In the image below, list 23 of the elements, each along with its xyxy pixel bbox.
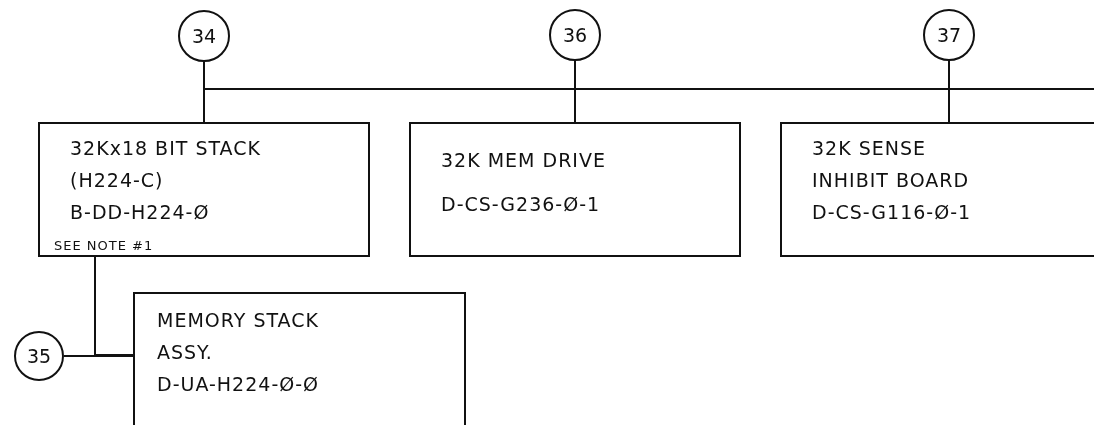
- part-label: D-CS-G236-Ø-1: [441, 192, 602, 217]
- part-label: D-CS-G116-Ø-1: [812, 200, 973, 225]
- connector-line: [63, 355, 134, 357]
- part-box: [133, 292, 466, 425]
- part-box: [409, 122, 741, 257]
- part-label: 32Kx18 BIT STACK (H224-C): [70, 136, 262, 193]
- part-label: D-UA-H224-Ø-Ø: [157, 372, 320, 397]
- part-box: [780, 122, 1094, 257]
- callout-number: 35: [26, 345, 52, 367]
- part-label: MEMORY STACK ASSY.: [157, 308, 320, 365]
- part-label: B-DD-H224-Ø: [70, 200, 211, 225]
- part-label: 32K MEM DRIVE: [441, 148, 607, 173]
- callout-circle: [549, 9, 601, 61]
- part-label: 32K SENSE INHIBIT BOARD: [812, 136, 971, 193]
- connector-line: [94, 256, 134, 356]
- callout-circle: [923, 9, 975, 61]
- callout-number: 36: [562, 24, 588, 46]
- part-label: SEE NOTE #1: [54, 238, 154, 253]
- callout-circle: [14, 331, 64, 381]
- callout-number: 34: [191, 25, 217, 47]
- callout-circle: [178, 10, 230, 62]
- part-box: [38, 122, 370, 257]
- callout-number: 37: [936, 24, 962, 46]
